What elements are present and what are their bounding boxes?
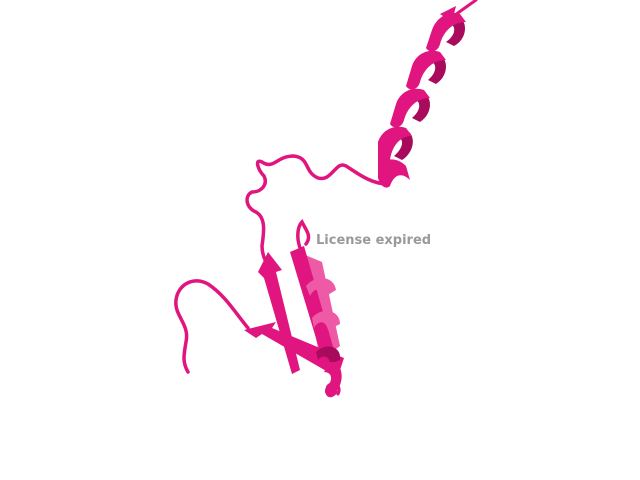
beta-sheet — [244, 246, 344, 395]
coil-loop-upper — [245, 154, 390, 264]
coil-hairpin-bottom — [325, 382, 341, 398]
coil-hairpin-top — [296, 219, 311, 250]
alpha-helix — [378, 12, 466, 188]
coil-loop-left — [174, 279, 250, 374]
